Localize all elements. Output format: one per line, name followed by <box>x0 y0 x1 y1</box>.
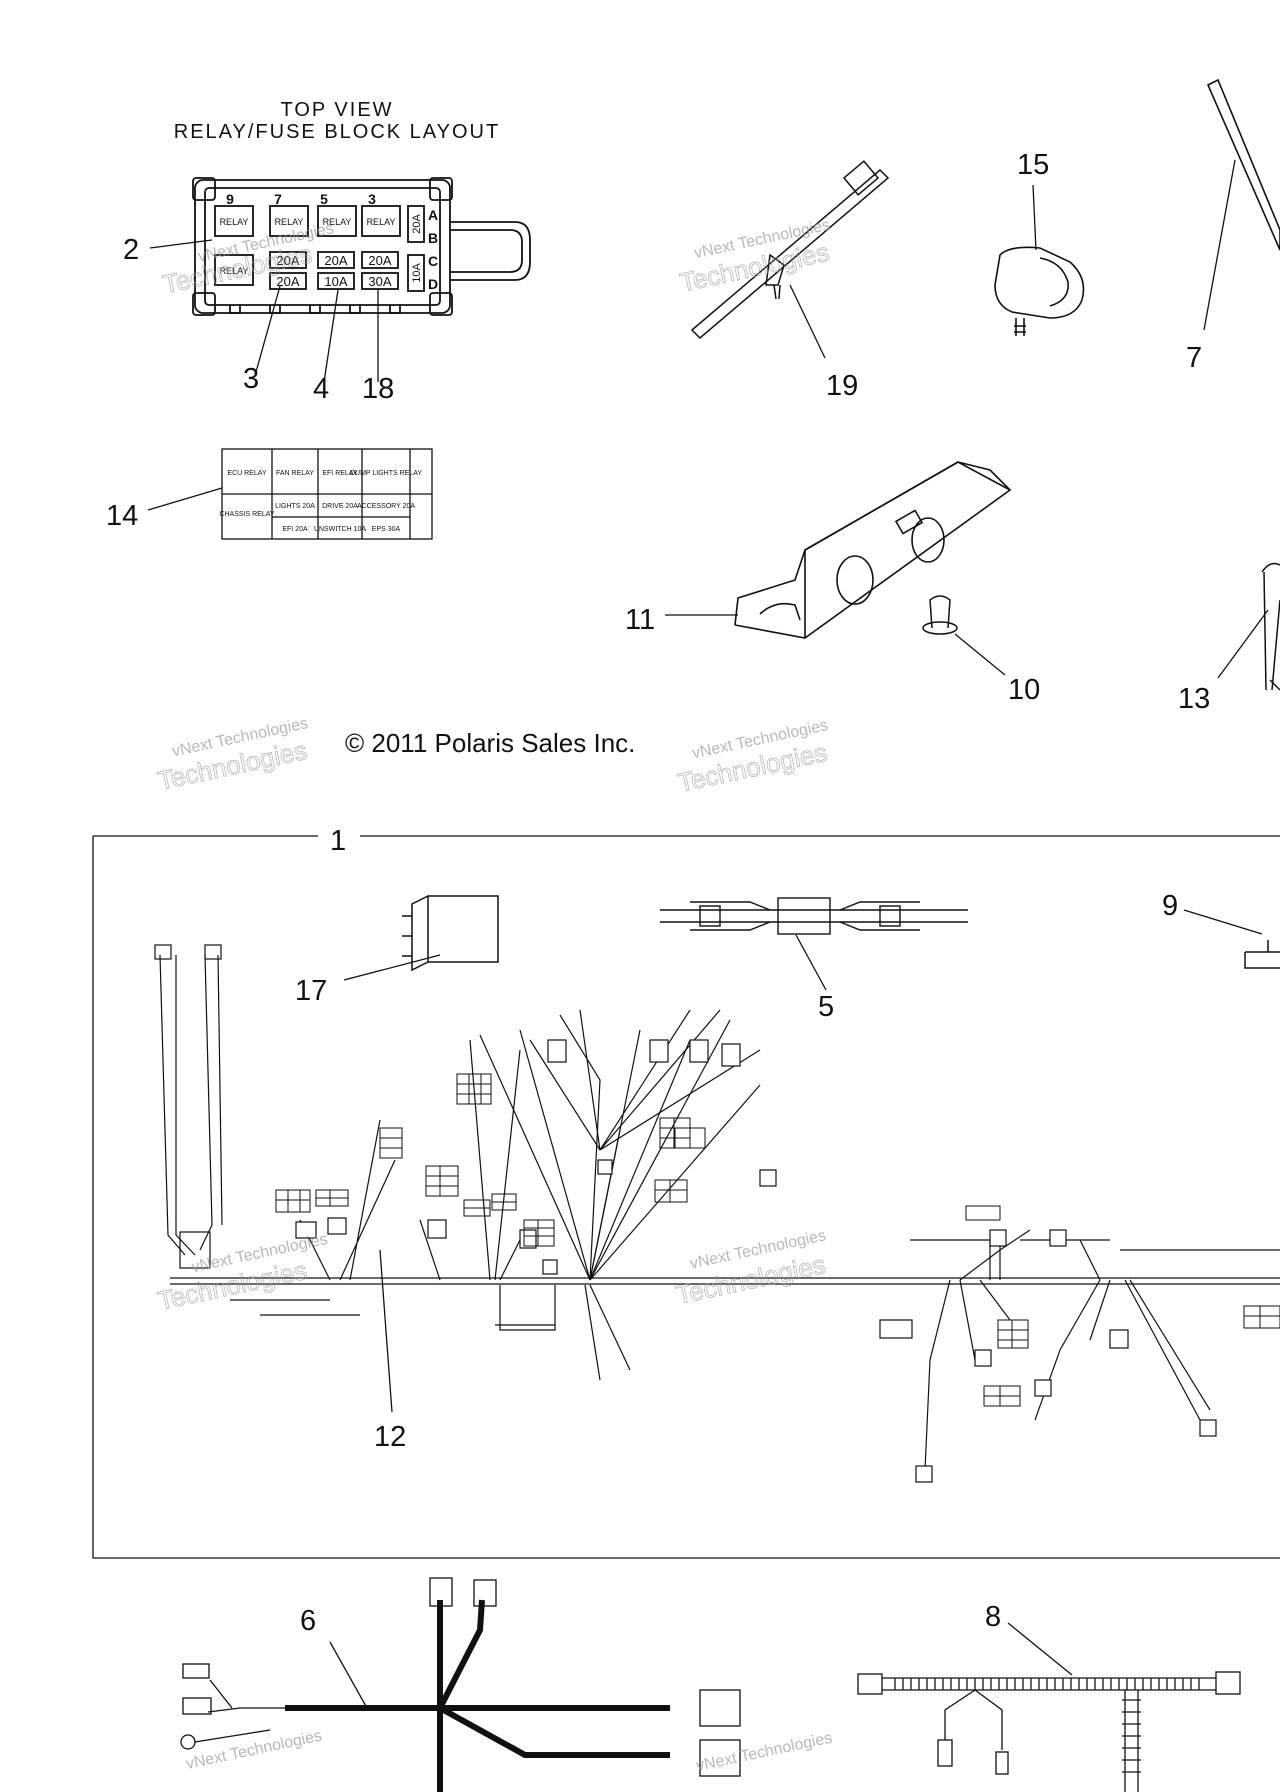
fuse-rating-6: 20A <box>276 274 299 289</box>
callout-1: 1 <box>330 825 346 857</box>
clip-part <box>994 184 1085 336</box>
relay-label-4: RELAY <box>367 217 396 227</box>
watermark-8-a: vNext Technologies <box>695 1730 834 1775</box>
column-label-7: 7 <box>274 191 282 207</box>
column-label-5: 5 <box>320 191 328 207</box>
callout-19: 19 <box>826 370 858 402</box>
fastener-part <box>1217 562 1280 691</box>
decal-cell-r2c1: EFI 20A <box>282 526 308 533</box>
harness-8-part <box>857 1622 1241 1792</box>
row-label-d: D <box>428 276 438 292</box>
fuse-rating-5: 30A <box>368 274 391 289</box>
main-harness-frame <box>92 835 1280 1559</box>
callout-13: 13 <box>1178 683 1210 715</box>
callout-18: 18 <box>362 373 394 405</box>
strip-part <box>1203 78 1280 331</box>
decal-cell-r1c0: CHASSIS RELAY <box>219 511 274 518</box>
fuse-rating-1: 20A <box>276 253 299 268</box>
relay-label-5: RELAY <box>220 266 249 276</box>
column-label-3: 3 <box>368 191 376 207</box>
cable-tie-part <box>690 160 890 359</box>
decal-cell-r1c3: ACCESSORY 20A <box>357 503 415 510</box>
relay-label-3: RELAY <box>323 217 352 227</box>
decal-cell-r2c2: UNSWITCH 10A <box>314 526 366 533</box>
decal-cell-r1c1: LIGHTS 20A <box>275 503 315 510</box>
callout-15: 15 <box>1017 149 1049 181</box>
callout-2: 2 <box>123 234 139 266</box>
harness-6-part <box>180 1577 741 1792</box>
decal-cell-r0c1: FAN RELAY <box>276 470 314 477</box>
column-label-9: 9 <box>226 191 234 207</box>
row-label-a: A <box>428 207 438 223</box>
callout-3: 3 <box>243 363 259 395</box>
push-rivet-part <box>922 595 1006 676</box>
harness-connectors <box>295 1039 1217 1483</box>
wiring-harness <box>154 944 1280 1471</box>
callout-11: 11 <box>625 604 655 636</box>
callout-5: 5 <box>818 991 834 1023</box>
callout-8: 8 <box>985 1601 1001 1633</box>
callout-17: 17 <box>295 975 327 1007</box>
side-fuse-1: 20A <box>411 214 423 234</box>
relay-label-1: RELAY <box>220 217 249 227</box>
decal-cell-r0c2: EFI RELAY <box>322 470 358 477</box>
decal-cell-r2c3: EPS 30A <box>372 526 401 533</box>
fuse-rating-4: 10A <box>324 274 347 289</box>
item-9-part <box>1183 909 1280 969</box>
bracket-part <box>734 461 1012 639</box>
callout-9: 9 <box>1162 890 1178 922</box>
copyright-notice: © 2011 Polaris Sales Inc. <box>345 728 635 758</box>
watermarks: vNext Technologies Technologies vNext Te… <box>155 217 834 1775</box>
relay-part <box>343 895 499 981</box>
block-title-line1: TOP VIEW <box>280 99 393 121</box>
relay-label-2: RELAY <box>275 217 304 227</box>
callout-14: 14 <box>106 500 138 532</box>
fuse-decal-table: ECU RELAY FAN RELAY EFI RELAY DUMP LIGHT… <box>106 448 433 540</box>
callout-4: 4 <box>313 373 329 405</box>
relay-fuse-block-layout: TOP VIEW RELAY/FUSE BLOCK LAYOUT <box>123 99 531 405</box>
callout-10: 10 <box>1008 674 1040 706</box>
decal-cell-r0c3: DUMP LIGHTS RELAY <box>350 470 422 477</box>
callout-12: 12 <box>374 1421 406 1453</box>
fuse-holder-part <box>660 897 968 991</box>
side-fuse-2: 10A <box>411 263 423 283</box>
watermark-7-a: vNext Technologies <box>185 1727 324 1772</box>
fuse-rating-3: 20A <box>368 253 391 268</box>
callout-6: 6 <box>300 1605 316 1637</box>
block-title-line2: RELAY/FUSE BLOCK LAYOUT <box>174 121 500 143</box>
decal-cell-r1c2: DRIVE 20A <box>322 503 358 510</box>
fuse-rating-2: 20A <box>324 253 347 268</box>
harness-tag-grids <box>275 1073 1280 1407</box>
row-label-b: B <box>428 230 438 246</box>
decal-cell-r0c0: ECU RELAY <box>227 470 266 477</box>
row-label-c: C <box>428 253 438 269</box>
callout-7: 7 <box>1186 342 1202 374</box>
